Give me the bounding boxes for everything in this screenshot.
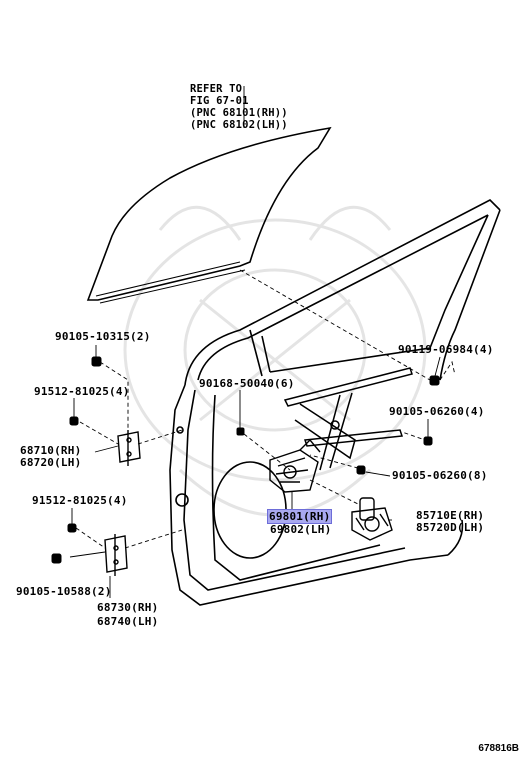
leader-lines	[69, 86, 441, 598]
regulator-motor-assembly	[269, 438, 321, 493]
power-window-motor	[351, 497, 393, 541]
bolt-90168-50040	[236, 427, 245, 436]
part-label-69802[interactable]: 69802(LH)	[270, 523, 332, 536]
refer-note-line3: (PNC 68101(RH))	[190, 107, 288, 119]
part-label-90105-10588[interactable]: 90105-10588(2)	[16, 585, 112, 598]
part-label-85710E[interactable]: 85710E(RH)	[416, 509, 485, 522]
clip-90119-06984	[429, 375, 440, 386]
part-label-68730[interactable]: 68730(RH)	[97, 601, 159, 614]
part-label-90119-06984[interactable]: 90119-06984(4)	[398, 343, 494, 356]
bolt-91512-81025-b	[67, 523, 77, 533]
part-label-68740[interactable]: 68740(LH)	[97, 615, 159, 628]
part-label-90105-06260-8[interactable]: 90105-06260(8)	[392, 469, 488, 482]
bolt-91512-81025-a	[69, 416, 79, 426]
refer-note-line2: FIG 67-01	[190, 95, 249, 107]
door-glass	[86, 126, 332, 304]
part-label-90105-10315[interactable]: 90105-10315(2)	[55, 330, 151, 343]
lower-hinge	[104, 534, 128, 576]
part-label-90168-50040[interactable]: 90168-50040(6)	[199, 377, 295, 390]
part-label-68720[interactable]: 68720(LH)	[20, 456, 82, 469]
upper-hinge	[117, 430, 141, 466]
fasteners	[51, 356, 440, 564]
refer-note-line1: REFER TO	[190, 83, 243, 95]
figure-code: 678816B	[478, 743, 519, 754]
nut-90105-10588	[51, 553, 62, 564]
dashed-guide-lines	[75, 269, 456, 549]
part-label-91512-81025-lower[interactable]: 91512-81025(4)	[32, 494, 128, 507]
part-label-91512-81025-upper[interactable]: 91512-81025(4)	[34, 385, 130, 398]
bolt-90105-10315	[91, 356, 102, 367]
door-frame	[169, 199, 501, 606]
part-69801-highlight[interactable]: 69801(RH)	[266, 509, 333, 524]
part-label-90105-06260-4[interactable]: 90105-06260(4)	[389, 405, 485, 418]
part-label-69801[interactable]: 69801(RH)	[266, 509, 333, 524]
refer-note-line4: (PNC 68102(LH))	[190, 119, 288, 131]
part-label-85720D[interactable]: 85720D(LH)	[416, 521, 485, 534]
part-label-68710[interactable]: 68710(RH)	[20, 444, 82, 457]
